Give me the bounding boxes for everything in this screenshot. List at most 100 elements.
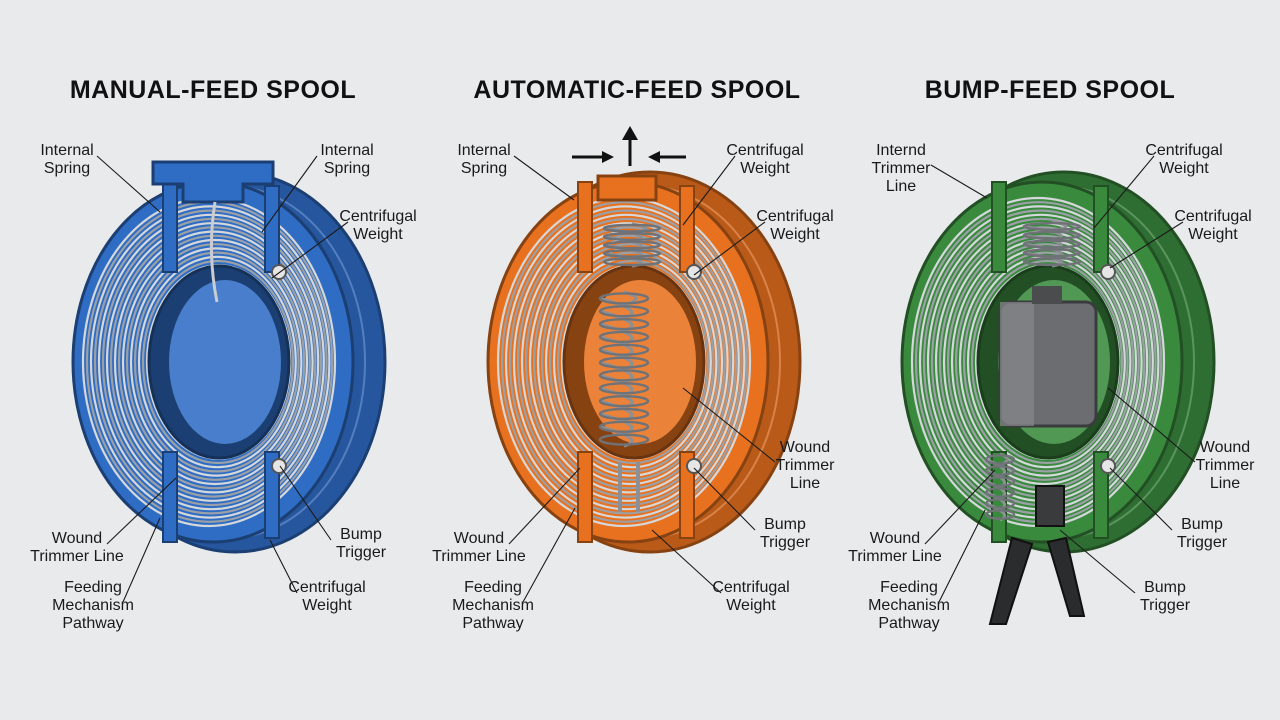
trimmer-line-coil	[970, 259, 1124, 465]
callout-label-line: Trigger	[1139, 597, 1191, 614]
centrifugal-weight	[1100, 264, 1116, 280]
core-top	[1032, 286, 1062, 304]
bump-leg	[988, 536, 1034, 625]
callout-label-line: Wound	[1199, 439, 1251, 456]
trimmer-line-coil	[137, 255, 297, 469]
lower-spring-coil	[984, 498, 1016, 509]
center-spring-coil	[598, 305, 650, 318]
callout-label-line: Trimmer	[871, 160, 931, 177]
frame-strut	[577, 451, 593, 543]
callout-label-line: Mechanism	[52, 597, 134, 614]
callout-label-line: Bump	[1181, 516, 1223, 533]
metal-core-highlight	[1000, 302, 1034, 426]
leader-line	[693, 221, 766, 276]
upper-spring	[1023, 220, 1068, 268]
trimmer-line-coil	[500, 201, 749, 523]
callout-label-line: Weight	[353, 226, 403, 243]
trimmer-line-coil	[504, 205, 746, 519]
centrifugal-weight	[686, 458, 702, 474]
callout-label-line: Trimmer Line	[432, 548, 526, 565]
callout-label-line: Bump	[340, 526, 382, 543]
leader-line	[1109, 467, 1173, 531]
leader-line	[693, 467, 756, 531]
frame-strut	[1093, 451, 1109, 539]
center-spring-coil	[598, 343, 650, 356]
leader-line	[261, 155, 318, 233]
right-arrow-head	[648, 151, 660, 163]
leader-line	[1059, 529, 1136, 594]
upper-spring	[603, 222, 648, 268]
frame-strut	[679, 451, 695, 539]
up-arrow-head	[622, 126, 638, 140]
callout-label-line: Mechanism	[452, 597, 534, 614]
callout-label-line: Bump	[1144, 579, 1186, 596]
center-spring-coil	[598, 433, 650, 446]
callout-label-line: Pathway	[462, 615, 524, 632]
leader-line	[106, 477, 177, 545]
leader-line	[513, 155, 575, 201]
callout-label-line: Weight	[1159, 160, 1209, 177]
upper-spring-coil	[602, 223, 662, 233]
lower-spring-coil	[984, 487, 1016, 498]
callout-label-line: Mechanism	[868, 597, 950, 614]
callout-label-line: Centrifugal	[339, 208, 417, 225]
trimmer-line-coil	[113, 230, 314, 494]
callout-label-line: Line	[1209, 475, 1241, 492]
callout-label-line: Centrifugal	[288, 579, 366, 596]
callout-label-line: Internd	[876, 142, 926, 159]
trimmer-line-coil	[121, 238, 309, 486]
leader-line	[651, 529, 722, 594]
upper-spring-coil	[602, 257, 662, 267]
bump-knob	[1035, 485, 1065, 527]
callout-label-line: Weight	[770, 226, 820, 243]
callout-label-line: Pathway	[878, 615, 940, 632]
leader-line	[508, 467, 581, 545]
upper-spring-coil	[1022, 230, 1082, 240]
trimmer-line-coil	[508, 209, 743, 515]
leader-line	[522, 507, 576, 603]
spool-2	[900, 170, 1216, 625]
frame-strut	[679, 185, 695, 273]
trimmer-line-coil	[133, 251, 300, 473]
trimmer-line-coil	[141, 259, 295, 465]
callout-label-line: Weight	[726, 597, 776, 614]
center-spring-coil	[598, 356, 650, 369]
callout-label-line: Spring	[323, 160, 371, 177]
callout-label-line: Trimmer Line	[848, 548, 942, 565]
spool-hub-bore	[169, 280, 281, 444]
upper-spring-coil	[1022, 221, 1082, 231]
internal-spring	[209, 201, 219, 303]
leader-line	[122, 517, 161, 603]
callout-label-line: Centrifugal	[726, 142, 804, 159]
trimmer-line-coil	[954, 243, 1135, 481]
top-knob	[151, 160, 275, 204]
callout-label-line: Bump	[764, 516, 806, 533]
spool-1	[486, 126, 802, 554]
callout-label-line: Pathway	[62, 615, 124, 632]
leader-line	[924, 469, 996, 545]
leader-line	[279, 465, 332, 541]
top-cap	[596, 174, 658, 202]
center-spring-coil	[598, 407, 650, 421]
center-spring-coil	[598, 382, 650, 395]
leader-line	[1093, 155, 1155, 229]
trimmer-line-coil	[93, 209, 328, 515]
upper-spring-coil	[602, 240, 662, 250]
callout-label-line: Trimmer	[775, 457, 835, 474]
callout-label-line: Line	[789, 475, 821, 492]
callout-label-line: Spring	[43, 160, 91, 177]
callout-label-line: Trigger	[759, 534, 811, 551]
trimmer-line-coil	[548, 251, 715, 473]
